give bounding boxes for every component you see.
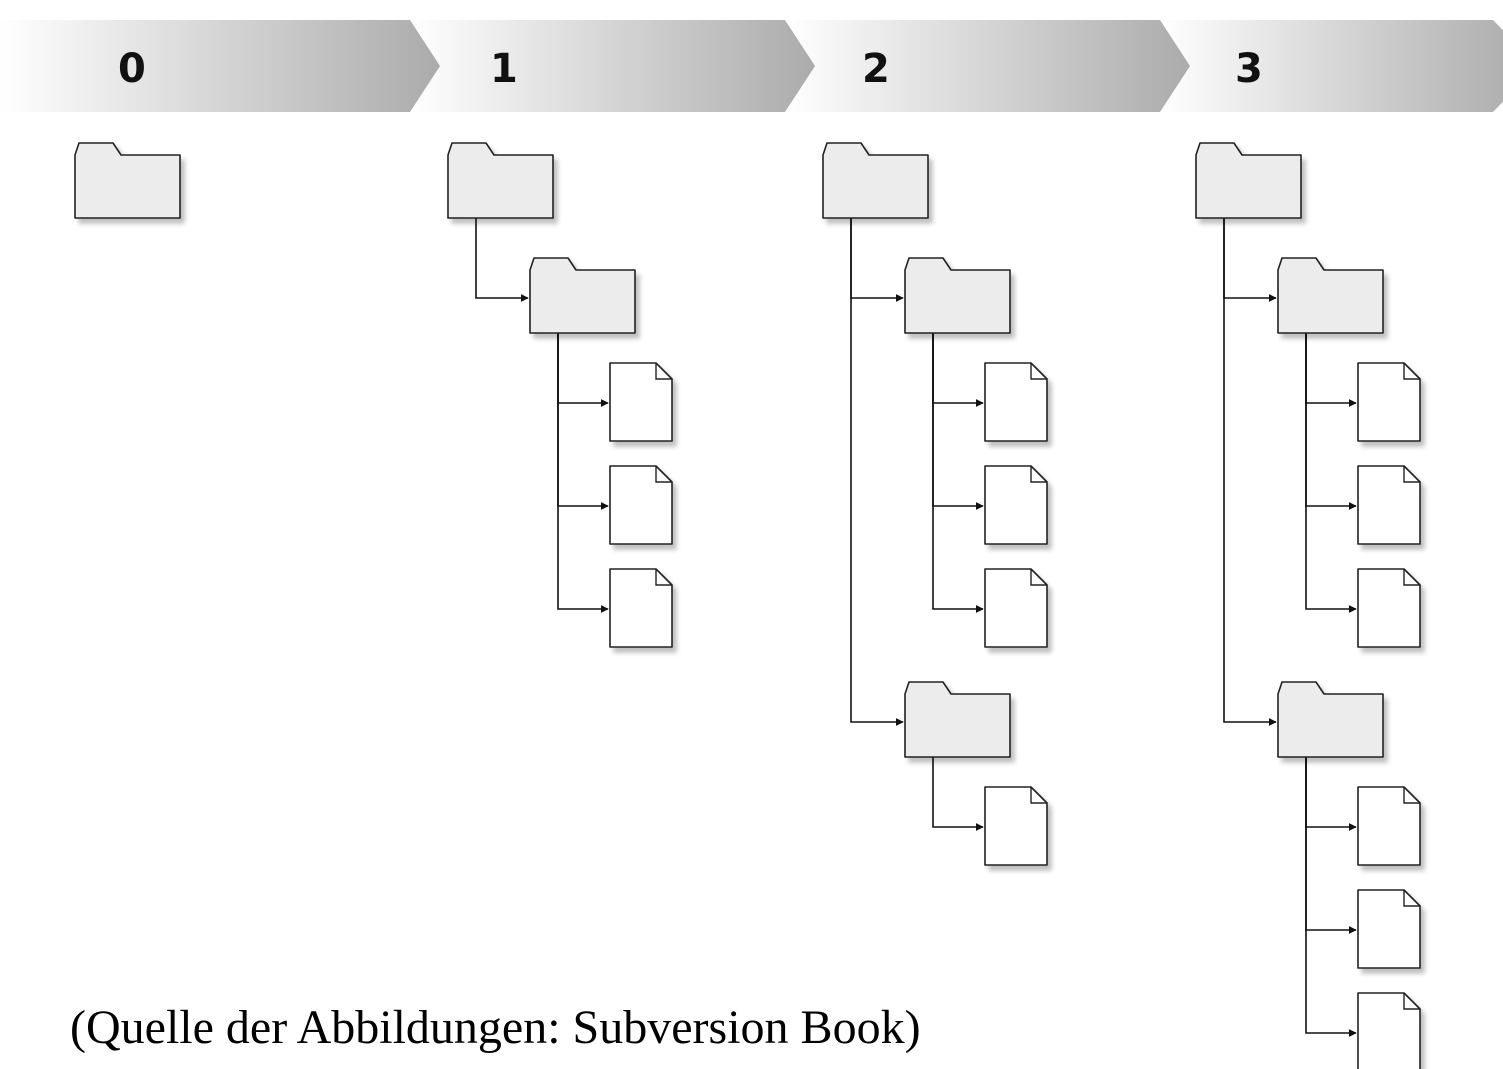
file-icon (984, 786, 1048, 866)
file-icon (1357, 465, 1421, 545)
file-icon (609, 465, 673, 545)
tree-connector (1305, 757, 1357, 831)
folder-icon (74, 142, 181, 219)
folder-icon (529, 257, 636, 334)
folder-icon (822, 142, 929, 219)
tree-connector (932, 333, 984, 407)
folder-icon (1277, 257, 1384, 334)
file-icon (984, 465, 1048, 545)
timeline-arrow-shape (785, 20, 1205, 112)
timeline-arrow-shape (0, 20, 455, 112)
file-icon (1357, 362, 1421, 442)
file-icon (609, 362, 673, 442)
revision-number-label: 3 (1235, 46, 1263, 92)
revision-number-label: 0 (118, 46, 146, 92)
file-icon (1357, 992, 1421, 1069)
revision-timeline: 0 1 2 3 (0, 20, 1503, 112)
tree-connector (557, 333, 609, 613)
revision-arrow: 2 (785, 20, 1205, 112)
folder-icon (904, 257, 1011, 334)
tree-connector (932, 333, 984, 613)
folder-icon (447, 142, 554, 219)
tree-connector (1305, 333, 1357, 407)
tree-connector (557, 333, 609, 510)
folder-icon (1277, 681, 1384, 758)
tree-connector (1223, 218, 1277, 726)
tree-connector (850, 218, 904, 726)
file-icon (1357, 786, 1421, 866)
revision-arrow: 0 (0, 20, 455, 112)
file-icon (984, 362, 1048, 442)
revision-arrow: 3 (1160, 20, 1503, 112)
revision-number-label: 2 (862, 46, 890, 92)
folder-icon (904, 681, 1011, 758)
tree-connector (1223, 218, 1277, 302)
tree-connector (850, 218, 904, 302)
tree-connector (932, 757, 984, 831)
revision-tree (74, 142, 181, 219)
tree-connector (932, 333, 984, 510)
tree-connector (1305, 333, 1357, 510)
tree-connector (475, 218, 529, 302)
revision-arrow: 1 (410, 20, 830, 112)
tree-connector (1305, 757, 1357, 934)
tree-connector (557, 333, 609, 407)
folder-icon (1195, 142, 1302, 219)
tree-connector (1305, 757, 1357, 1037)
image-caption: (Quelle der Abbildungen: Subversion Book… (70, 1001, 921, 1054)
revision-number-label: 1 (490, 46, 518, 92)
timeline-arrow-shape (1160, 20, 1503, 112)
file-icon (1357, 568, 1421, 648)
tree-connector (1305, 333, 1357, 613)
timeline-arrow-shape (410, 20, 830, 112)
file-icon (1357, 889, 1421, 969)
revision-trees (74, 142, 1421, 1069)
revision-tree (822, 142, 1048, 866)
revision-tree (1195, 142, 1421, 1069)
file-icon (984, 568, 1048, 648)
revision-tree (447, 142, 673, 648)
file-icon (609, 568, 673, 648)
